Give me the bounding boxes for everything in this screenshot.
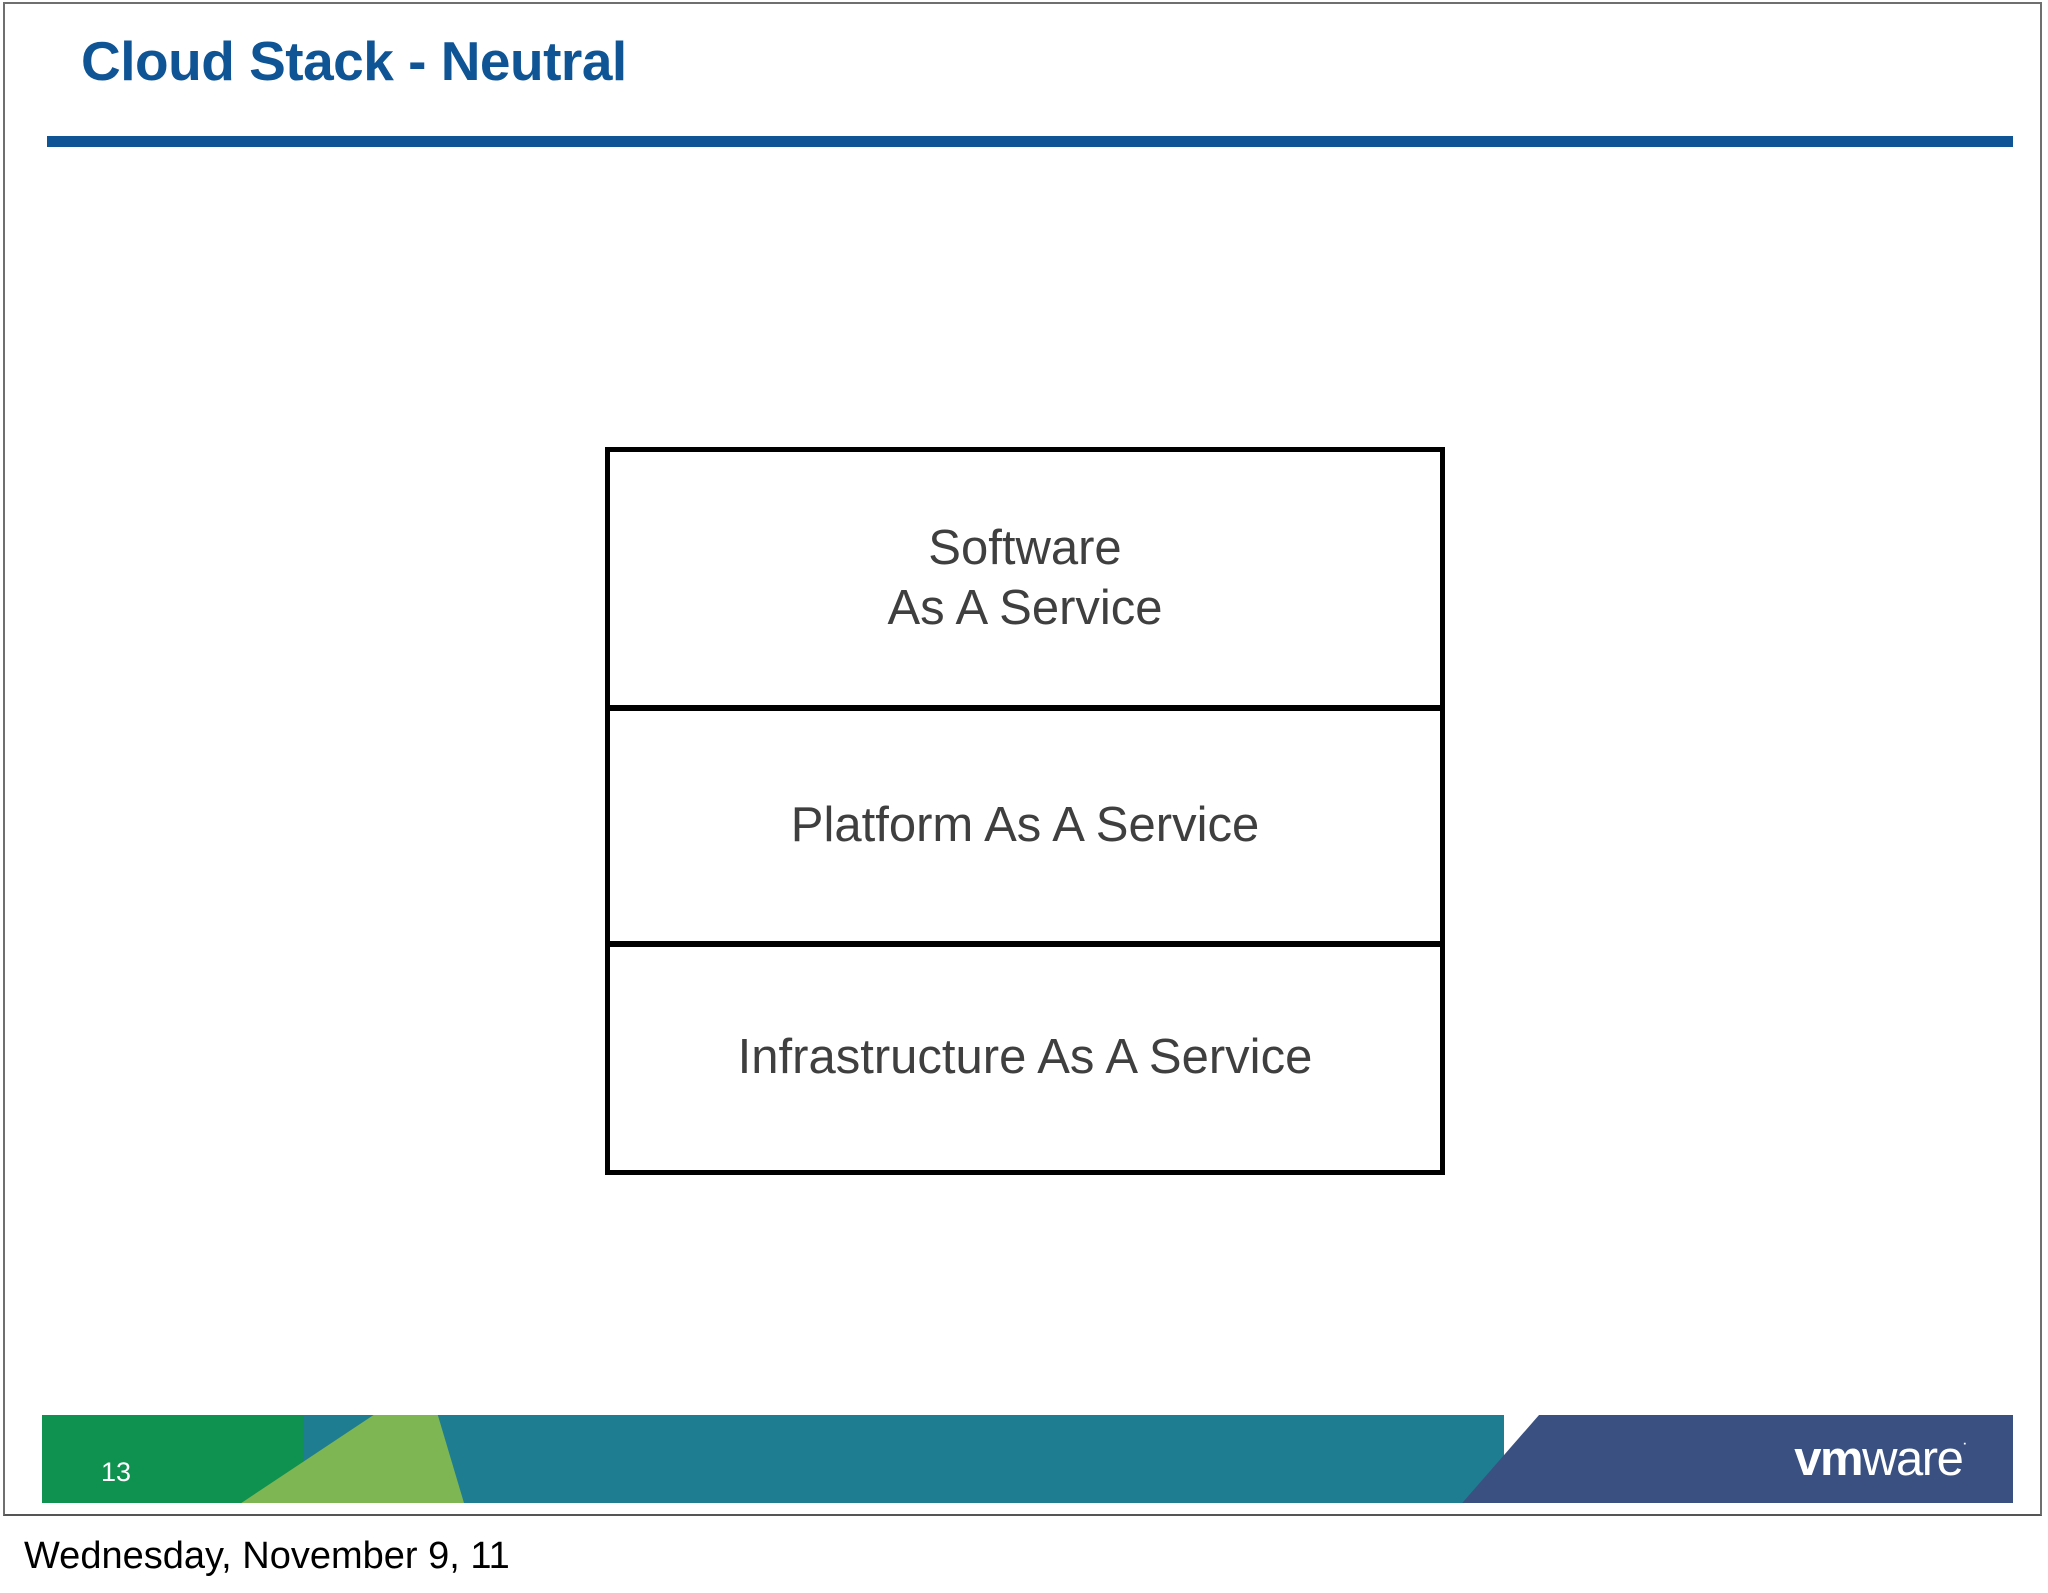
stack-layer-paas: Platform As A Service [610, 711, 1440, 947]
footer-navy-block [1462, 1415, 2013, 1503]
vmware-logo-mark: vm [1794, 1432, 1863, 1486]
stack-layer-paas-label: Platform As A Service [790, 798, 1260, 853]
slide-canvas: Cloud Stack - Neutral Software As A Serv… [3, 2, 2042, 1516]
footer-band: 13 vmware˙ [42, 1415, 2013, 1503]
stack-layer-iaas-label: Infrastructure As A Service [737, 1029, 1313, 1084]
cloud-stack-diagram: Software As A Service Platform As A Serv… [605, 447, 1445, 1175]
vmware-logo-word: ware [1862, 1432, 1964, 1486]
date-caption: Wednesday, November 9, 11 [24, 1535, 510, 1577]
title-underline-rule [47, 136, 2013, 147]
vmware-logo: vmware˙ [1794, 1435, 1969, 1484]
page-number: 13 [101, 1457, 132, 1487]
footer-teal-block [304, 1415, 1504, 1503]
stack-layer-saas: Software As A Service [610, 452, 1440, 711]
trademark-icon: ˙ [1962, 1440, 1969, 1463]
page-title: Cloud Stack - Neutral [81, 30, 627, 92]
footer-green-block [42, 1415, 304, 1503]
stack-layer-saas-label: Software As A Service [887, 520, 1163, 635]
stack-layer-iaas: Infrastructure As A Service [610, 947, 1440, 1168]
